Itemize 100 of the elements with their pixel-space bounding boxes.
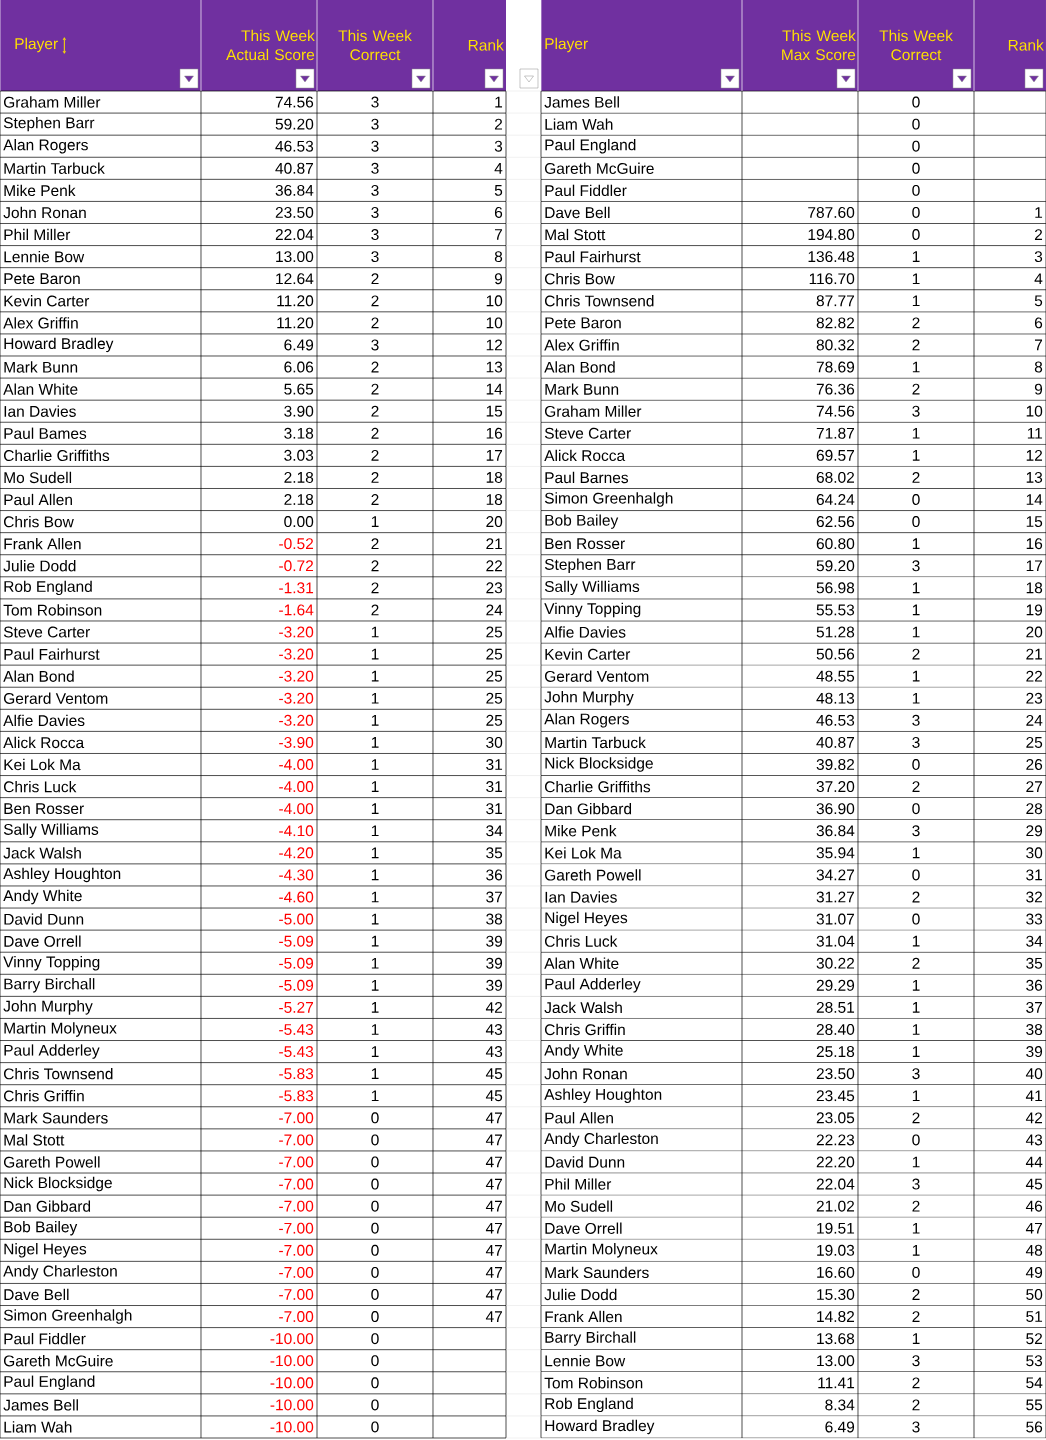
rank-number: 51 [1026,1311,1043,1322]
correct-count: 3 [371,140,379,152]
player-name: Paul Fairhurst [4,648,100,660]
rank-number: 10 [1026,405,1043,417]
score-value: 6.06 [284,361,314,373]
player-name: Paul Fairhurst [545,250,641,263]
player-name: Graham Miller [4,96,101,108]
player-name: Andy Charleston [3,1265,117,1280]
score-value: 34.27 [816,869,854,881]
player-name: Julie Dodd [3,560,76,572]
correct-count: 1 [371,1090,379,1102]
score-value: 36.90 [816,803,855,815]
correct-count: 3 [912,736,920,748]
rank-number: 41 [1025,1090,1043,1102]
score-value: 82.82 [816,317,854,329]
score-value: 31.27 [816,891,854,903]
score-value: 37.20 [816,781,855,793]
rank-number: 47 [1025,1222,1042,1234]
rank-number: 13 [486,361,503,373]
player-name: Frank Allen [545,1310,622,1323]
score-value: 28.51 [816,1001,855,1013]
player-name: Kei Lok Ma [545,847,622,859]
correct-count: 0 [371,1377,379,1389]
correct-count: 3 [371,96,379,108]
rank-number: 30 [486,736,503,748]
correct-count: 1 [371,648,379,660]
rank-number: 42 [1025,1112,1042,1124]
player-name: Tom Robinson [3,604,102,616]
correct-count: 3 [912,1178,920,1190]
score-value: -10.00 [270,1333,314,1345]
player-name: James Bell [3,1399,78,1411]
player-name: David Dunn [545,1156,625,1168]
correct-count: 2 [912,472,920,483]
player-name: Martin Molyneux [545,1243,658,1258]
rank-number: 18 [486,471,503,483]
player-name: Paul England [545,139,636,154]
rank-number: 39 [1026,1046,1043,1058]
correct-count: 3 [371,118,379,130]
correct-count: 0 [371,1222,379,1234]
rank-number: 54 [1026,1377,1043,1389]
correct-count: 2 [912,891,920,903]
score-value: 23.45 [816,1090,855,1102]
rank-number: 31 [486,803,503,815]
player-name: Liam Wah [545,118,613,130]
player-name: Alan Bond [3,670,74,682]
rank-number: 22 [486,560,502,572]
player-name: Gerard Ventom [545,670,649,682]
rank-number: 20 [1026,626,1043,638]
player-name: Martin Tarbuck [545,736,646,749]
player-name: Paul England [4,1375,95,1391]
rank-number: 16 [486,427,503,439]
player-name: Paul Fiddler [545,184,627,197]
player-name: Pete Baron [545,317,621,329]
score-value: 19.03 [817,1244,855,1256]
correct-count: 0 [371,1178,379,1190]
score-value: -3.20 [279,692,314,704]
correct-count: 1 [371,737,379,748]
score-value: -10.00 [270,1399,314,1411]
player-name: John Ronan [544,1067,627,1080]
score-value: 59.20 [816,560,855,572]
correct-count: 2 [371,383,379,395]
player-name: John Murphy [544,691,634,706]
score-value: 80.32 [816,339,854,351]
player-name: Bob Bailey [545,514,619,529]
rank-number: 17 [486,450,502,461]
player-name: Frank Allen [4,538,81,550]
score-value: 2.18 [284,494,314,505]
player-name: Simon Greenhalgh [544,492,673,507]
rank-number: 25 [486,714,503,726]
correct-count: 0 [912,494,920,505]
score-value: 46.53 [275,140,314,152]
score-value: 11.41 [818,1377,855,1389]
correct-count: 2 [912,1200,920,1212]
score-value: -0.52 [279,538,313,550]
correct-count: 1 [912,1090,920,1102]
score-value: 23.05 [816,1112,855,1124]
player-name: Ian Davies [545,891,617,903]
rank-number: 23 [1026,692,1043,704]
score-value: 3.18 [284,427,314,439]
score-value: 74.56 [816,405,855,417]
correct-count: 1 [912,450,920,461]
score-value: 21.02 [816,1200,854,1212]
correct-count: 0 [371,1156,379,1168]
score-value: -7.00 [279,1311,314,1323]
player-name: Kevin Carter [545,648,631,660]
player-name: Alan Rogers [3,139,88,154]
score-value: -3.20 [279,626,314,638]
correct-count: 1 [912,1024,920,1035]
player-name: Alan Bond [544,361,615,373]
correct-count: 1 [371,803,379,814]
score-value: 11.20 [277,317,314,329]
player-name: Rob England [4,580,92,596]
player-name: Vinny Topping [3,956,100,971]
correct-count: 3 [371,184,379,196]
rank-number: 8 [1034,361,1043,373]
correct-count: 1 [912,1245,920,1256]
rank-number: 56 [1026,1421,1043,1433]
correct-count: 2 [371,582,379,594]
score-value: -5.09 [279,979,314,991]
correct-count: 1 [371,516,379,527]
